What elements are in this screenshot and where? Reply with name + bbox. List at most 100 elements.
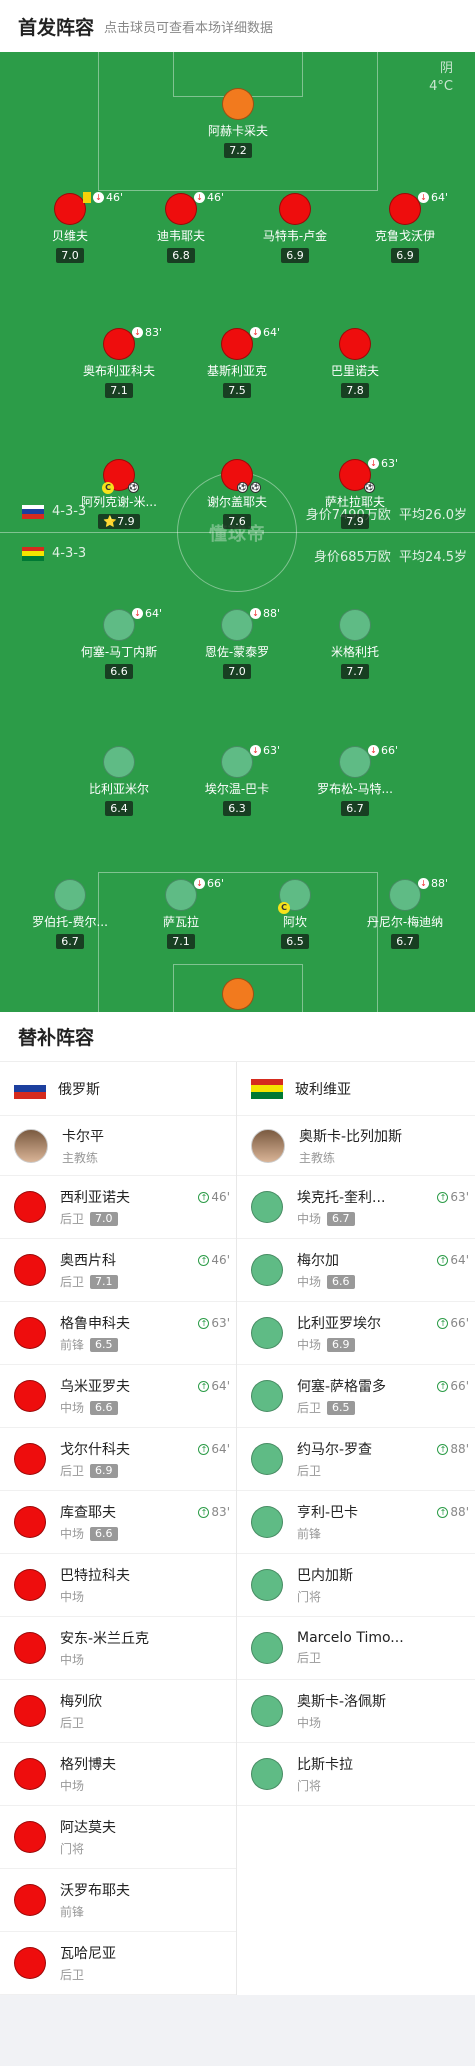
player-name: 基斯利亚克	[206, 364, 267, 378]
player-rating: 6.8	[167, 248, 195, 263]
sub-out-icon: ↓	[368, 458, 379, 469]
player-name: 克鲁戈沃伊	[374, 229, 435, 243]
bench-player[interactable]: 格列博夫中场	[0, 1743, 236, 1806]
sub-time: 63'	[263, 744, 281, 757]
sub-in-icon: ↑	[198, 1254, 210, 1266]
player-rating: 6.9	[327, 1337, 355, 1352]
sub-time: 46'	[106, 191, 124, 204]
player-dot	[389, 193, 421, 225]
away-player[interactable]: 罗伯托-费尔...6.7	[15, 879, 125, 949]
player-dot	[251, 1506, 283, 1538]
player-rating: 7.8	[341, 383, 369, 398]
bottom-goal-box	[173, 964, 303, 1012]
bench-player[interactable]: 安东-米兰丘克中场	[0, 1617, 236, 1680]
player-position: 前锋	[297, 1527, 322, 1541]
player-name: 亨利-巴卡	[297, 1505, 359, 1521]
home-coach[interactable]: 卡尔平 主教练	[0, 1116, 236, 1176]
captain-icon: C	[278, 902, 290, 914]
away-coach[interactable]: 奥斯卡-比列加斯 主教练	[237, 1116, 475, 1176]
player-name: 瓦哈尼亚	[60, 1946, 116, 1962]
sub-time: 63'	[381, 457, 399, 470]
player-name: 格列博夫	[60, 1757, 116, 1773]
player-dot	[222, 88, 254, 120]
bench-player[interactable]: 阿达莫夫门将	[0, 1806, 236, 1869]
bench-player[interactable]: 巴内加斯门将	[237, 1554, 475, 1617]
player-name: 阿列克谢-米...	[81, 495, 157, 509]
player-name: 梅列欣	[60, 1694, 102, 1710]
sub-in-icon: ↑	[198, 1443, 210, 1455]
player-dot	[251, 1569, 283, 1601]
away-age-label: 平均24.5岁	[399, 550, 467, 565]
bench-player[interactable]: 巴特拉科夫中场	[0, 1554, 236, 1617]
away-player[interactable]: ↓66'罗布松-马特...6.7	[300, 744, 410, 816]
away-player[interactable]: 兰珀6.7	[183, 978, 293, 1012]
player-name: 奥西片科	[60, 1253, 116, 1269]
player-position: 门将	[297, 1779, 322, 1793]
sub-in: ↑66'	[437, 1379, 469, 1393]
sub-badge: ↓63'	[250, 744, 280, 757]
sub-out-icon: ↓	[132, 327, 143, 338]
sub-in-icon: ↑	[437, 1380, 449, 1392]
bench-player[interactable]: 比斯卡拉门将	[237, 1743, 475, 1806]
away-bench-team: 玻利维亚	[237, 1062, 475, 1116]
top-penalty-box	[98, 52, 378, 191]
bench-player[interactable]: Marcelo Timo...后卫	[237, 1617, 475, 1680]
player-name: 约马尔-罗查	[297, 1442, 373, 1458]
player-name: 谢尔盖耶夫	[206, 495, 267, 509]
bench-player[interactable]: 梅列欣后卫	[0, 1680, 236, 1743]
sub-in: ↑64'	[198, 1442, 230, 1456]
player-dot: C⚽	[102, 459, 139, 494]
bench-player[interactable]: 沃罗布耶夫前锋	[0, 1869, 236, 1932]
bench-player[interactable]: 奥斯卡-洛佩斯中场	[237, 1680, 475, 1743]
sub-in-icon: ↑	[437, 1506, 449, 1518]
bench-player[interactable]: 瓦哈尼亚后卫	[0, 1932, 236, 1995]
goal-icon: ⚽	[128, 482, 139, 493]
home-formation: 4-3-3	[52, 504, 87, 519]
player-rating: 7.9	[341, 514, 369, 529]
bench-player[interactable]: 约马尔-罗查后卫↑88'	[237, 1428, 475, 1491]
sub-badge: ↓46'	[194, 191, 224, 204]
bench-player[interactable]: 亨利-巴卡前锋↑88'	[237, 1491, 475, 1554]
player-dot	[103, 609, 135, 641]
home-player[interactable]: C⚽阿列克谢-米...⭐7.9	[64, 459, 174, 529]
sub-in: ↑83'	[198, 1505, 230, 1519]
player-dot	[14, 1317, 46, 1349]
sub-time: 64'	[431, 191, 449, 204]
sub-time: 64'	[145, 607, 163, 620]
player-name: 罗布松-马特...	[317, 782, 393, 796]
yellow-card-icon	[83, 192, 91, 203]
player-position: 后卫	[297, 1651, 322, 1665]
sub-out-icon: ↓	[368, 745, 379, 756]
sub-out-icon: ↓	[250, 327, 261, 338]
